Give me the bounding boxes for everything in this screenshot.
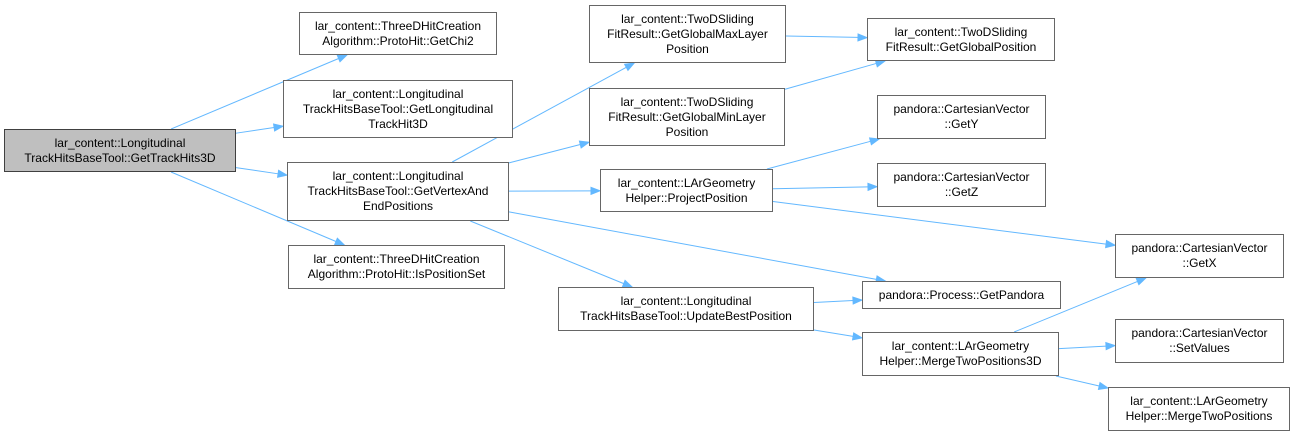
edge-project_position-to-cartesian_get_x <box>772 201 1107 245</box>
edge-arrowhead <box>1105 341 1117 351</box>
node-label: pandora::CartesianVector ::GetX <box>1131 241 1268 270</box>
node-get-track-hits-3d: lar_content::Longitudinal TrackHitsBaseT… <box>4 129 236 172</box>
node-label: pandora::CartesianVector ::GetY <box>893 102 1030 131</box>
edge-arrowhead <box>276 169 289 178</box>
node-label: pandora::Process::GetPandora <box>878 287 1045 302</box>
edge-project_position-to-cartesian_get_z <box>772 186 869 190</box>
node-cartesian-get-x[interactable]: pandora::CartesianVector ::GetX <box>1115 234 1284 278</box>
edge-get_vertex_and_end_positions-to-get_global_max_layer_position <box>451 66 627 163</box>
node-merge-two-positions-3d[interactable]: lar_content::LArGeometry Helper::MergeTw… <box>862 332 1059 376</box>
edge-get_vertex_and_end_positions-to-get_global_min_layer_position <box>508 144 581 164</box>
edge-merge_two_positions_3d-to-cartesian_get_x <box>1013 280 1138 333</box>
node-get-global-min-layer-position[interactable]: lar_content::TwoDSliding FitResult::GetG… <box>589 88 785 146</box>
node-get-vertex-and-end-positions[interactable]: lar_content::Longitudinal TrackHitsBaseT… <box>287 162 509 221</box>
edge-project_position-to-cartesian_get_y <box>766 140 871 170</box>
edge-arrowhead <box>1097 381 1110 391</box>
edge-arrowhead <box>851 332 864 341</box>
edge-update_best_position-to-merge_two_positions_3d <box>813 329 854 337</box>
edge-get_vertex_and_end_positions-to-update_best_position <box>470 220 624 285</box>
edge-arrowhead <box>590 186 602 196</box>
node-get-longitudinal-track-hit-3d[interactable]: lar_content::Longitudinal TrackHitsBaseT… <box>283 80 513 138</box>
edge-get_track_hits_3d-to-proto_hit_get_chi2 <box>170 58 339 130</box>
edge-arrowhead <box>874 59 887 68</box>
node-label: lar_content::TwoDSliding FitResult::GetG… <box>608 94 766 139</box>
node-label: lar_content::ThreeDHitCreation Algorithm… <box>314 18 482 48</box>
edge-update_best_position-to-process_get_pandora <box>813 300 854 303</box>
edge-get_global_min_layer_position-to-get_global_position <box>784 62 877 90</box>
node-label: lar_content::LArGeometry Helper::Project… <box>617 175 756 205</box>
edge-arrowhead <box>868 137 881 146</box>
node-label: lar_content::LArGeometry Helper::MergeTw… <box>1125 394 1273 423</box>
node-process-get-pandora[interactable]: pandora::Process::GetPandora <box>862 281 1061 309</box>
edge-arrowhead <box>272 123 285 132</box>
node-label: pandora::CartesianVector ::SetValues <box>1131 326 1268 355</box>
edge-get_track_hits_3d-to-proto_hit_is_position_set <box>170 171 337 242</box>
node-proto-hit-get-chi2[interactable]: lar_content::ThreeDHitCreation Algorithm… <box>299 12 497 55</box>
edge-arrowhead <box>333 237 346 246</box>
edge-merge_two_positions_3d-to-cartesian_set_values <box>1058 345 1107 350</box>
node-proto-hit-is-position-set[interactable]: lar_content::ThreeDHitCreation Algorithm… <box>288 245 505 289</box>
edge-get_track_hits_3d-to-get_vertex_and_end_positions <box>235 167 279 175</box>
edge-arrowhead <box>336 54 349 63</box>
edge-get_vertex_and_end_positions-to-process_get_pandora <box>508 211 877 280</box>
edge-arrowhead <box>623 62 636 72</box>
node-get-global-max-layer-position[interactable]: lar_content::TwoDSliding FitResult::GetG… <box>589 5 786 63</box>
node-label: lar_content::Longitudinal TrackHitsBaseT… <box>580 294 792 323</box>
node-label: lar_content::Longitudinal TrackHitsBaseT… <box>24 135 216 165</box>
node-get-global-position[interactable]: lar_content::TwoDSliding FitResult::GetG… <box>867 18 1055 61</box>
edge-arrowhead <box>621 279 634 288</box>
edge-arrowhead <box>857 33 869 42</box>
node-label: lar_content::LArGeometry Helper::MergeTw… <box>879 339 1042 368</box>
node-cartesian-get-z[interactable]: pandora::CartesianVector ::GetZ <box>877 163 1046 207</box>
node-label: pandora::CartesianVector ::GetZ <box>893 170 1030 199</box>
node-label: lar_content::Longitudinal TrackHitsBaseT… <box>307 169 489 213</box>
node-update-best-position[interactable]: lar_content::Longitudinal TrackHitsBaseT… <box>558 287 814 331</box>
node-merge-two-positions[interactable]: lar_content::LArGeometry Helper::MergeTw… <box>1108 387 1290 431</box>
node-label: lar_content::ThreeDHitCreation Algorithm… <box>307 252 486 281</box>
edge-arrowhead <box>852 296 864 305</box>
edge-merge_two_positions_3d-to-merge_two_positions <box>1055 375 1100 387</box>
node-label: lar_content::TwoDSliding FitResult::GetG… <box>885 24 1037 54</box>
edge-arrowhead <box>867 182 879 192</box>
node-cartesian-get-y[interactable]: pandora::CartesianVector ::GetY <box>877 95 1046 139</box>
edge-get_track_hits_3d-to-get_longitudinal_track_hit_3d <box>235 127 275 134</box>
edge-arrowhead <box>578 140 591 149</box>
node-cartesian-set-values[interactable]: pandora::CartesianVector ::SetValues <box>1115 319 1284 363</box>
node-label: lar_content::Longitudinal TrackHitsBaseT… <box>302 86 494 131</box>
edge-arrowhead <box>1105 239 1117 249</box>
edge-arrowhead <box>1135 277 1148 286</box>
node-label: lar_content::TwoDSliding FitResult::GetG… <box>607 11 768 56</box>
edge-get_global_max_layer_position-to-get_global_position <box>785 35 859 38</box>
node-project-position[interactable]: lar_content::LArGeometry Helper::Project… <box>600 169 773 212</box>
